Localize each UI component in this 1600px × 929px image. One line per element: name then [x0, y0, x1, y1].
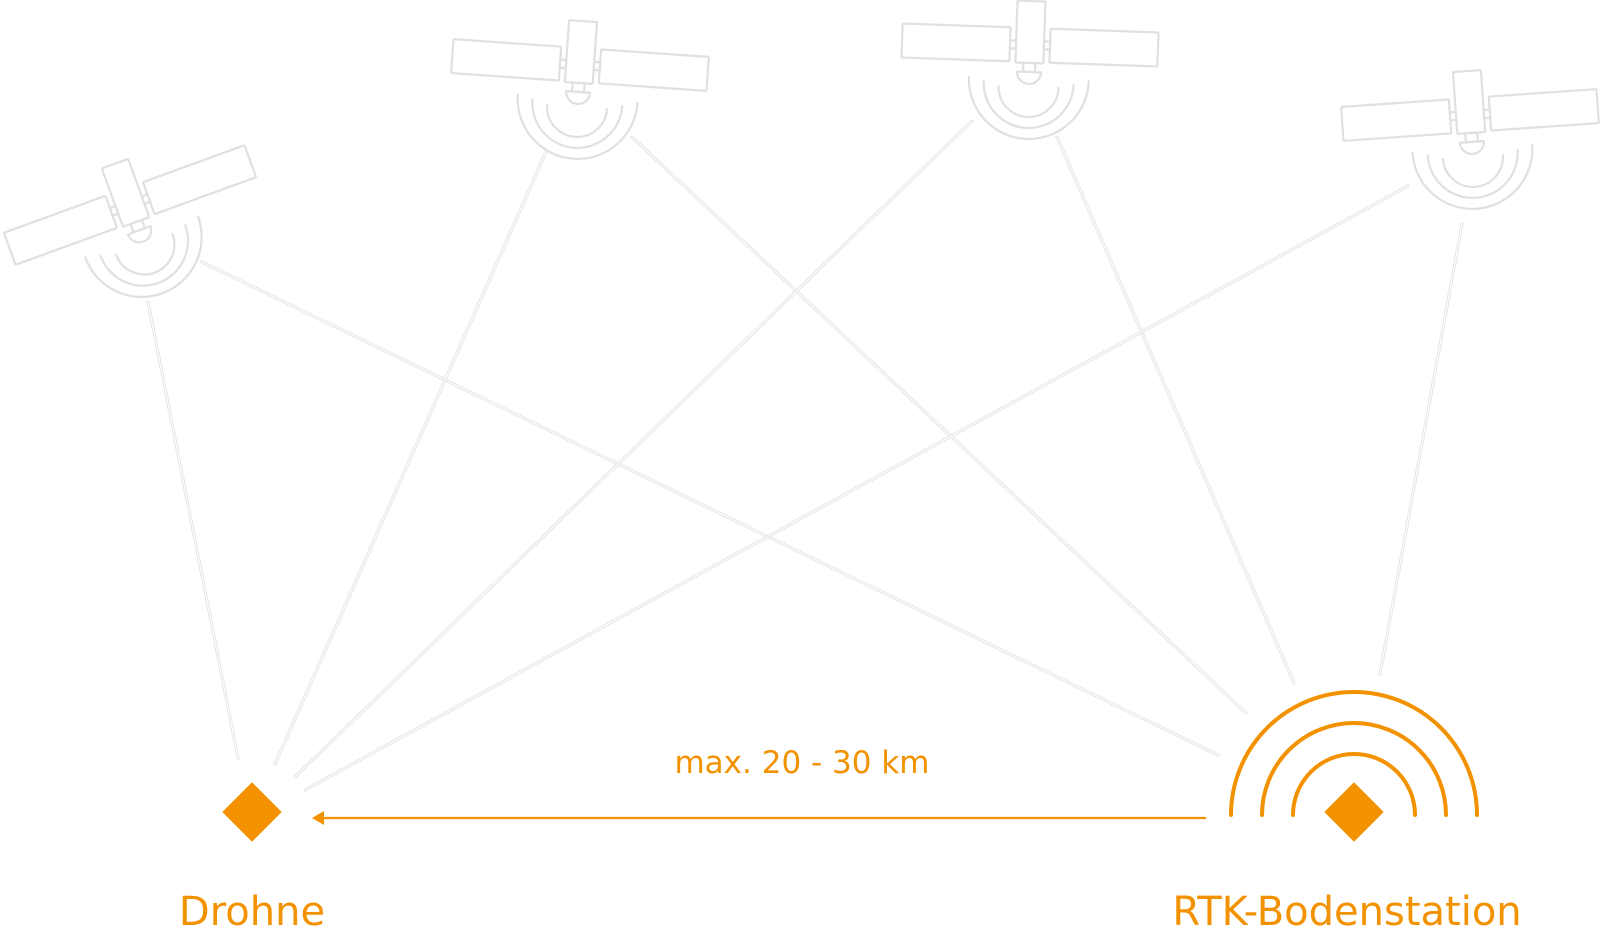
satellite-icon [897, 0, 1161, 145]
distance-label: max. 20 - 30 km [674, 745, 929, 781]
ray-sat4-drone [303, 184, 1410, 792]
signal-rays [146, 119, 1464, 792]
satellite-icon [444, 11, 712, 169]
station-label: RTK-Bodenstation [1172, 889, 1521, 929]
ray-sat3-drone [293, 119, 974, 779]
satellite-icon [0, 118, 284, 339]
station-broadcast-icon [1229, 690, 1479, 817]
ray-sat1-drone [146, 300, 240, 760]
distance-arrow-icon [312, 811, 1206, 825]
ray-sat3-station [1055, 135, 1296, 685]
station-marker-icon [1324, 782, 1384, 842]
ray-sat1-station [200, 260, 1220, 757]
drone-marker-icon [222, 782, 282, 842]
ray-sat4-station [1378, 222, 1464, 676]
ray-sat2-station [630, 135, 1248, 715]
satellite-icon [1338, 61, 1600, 219]
ray-sat2-drone [273, 150, 548, 766]
drone-label: Drohne [179, 889, 325, 929]
